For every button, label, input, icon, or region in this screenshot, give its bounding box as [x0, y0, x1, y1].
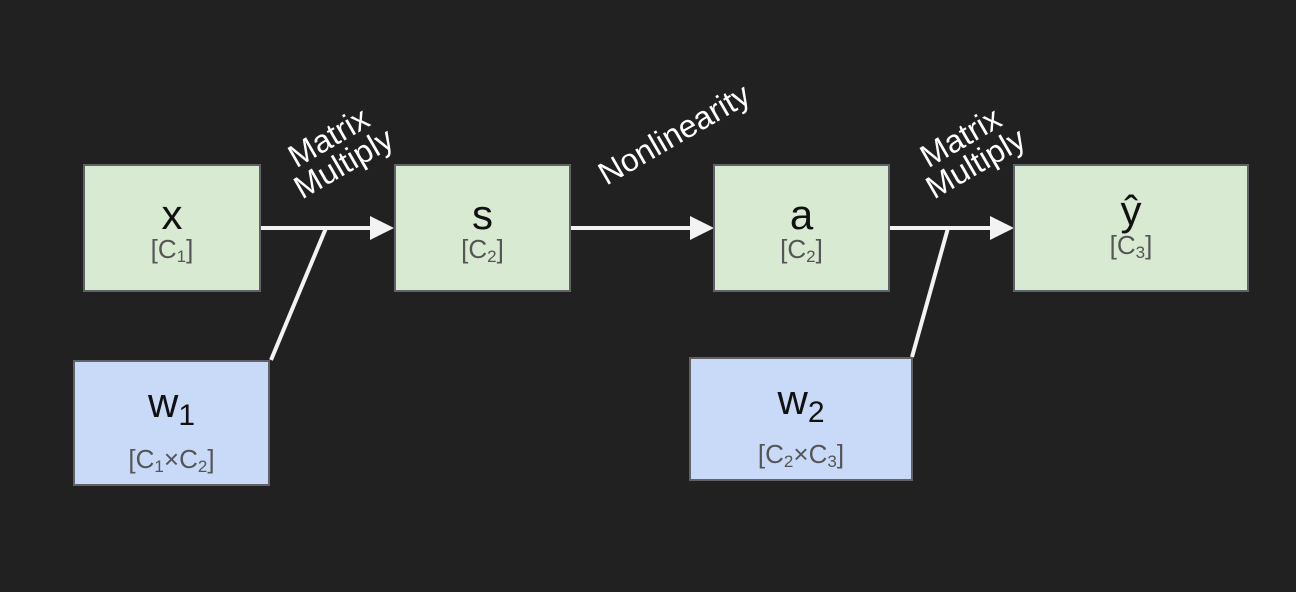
node-a-dimension: [C2] — [780, 234, 823, 266]
node-a-symbol: a — [789, 191, 814, 238]
node-s-dimension: [C2] — [461, 234, 504, 266]
edge-w2-to-matmul — [910, 227, 950, 358]
node-w1-dimension: [C1×C2] — [128, 444, 215, 476]
node-s: s [C2] — [394, 164, 571, 292]
node-y-hat-dimension: [C3] — [1109, 230, 1153, 262]
node-y-hat: ŷ [C3] — [1013, 164, 1249, 292]
node-s-symbol: s — [472, 191, 493, 238]
edge-w1-to-matmul — [269, 227, 328, 361]
node-y-hat-symbol: ŷ — [1120, 187, 1142, 234]
node-x: x [C1] — [83, 164, 261, 292]
node-w2: w2 [C2×C3] — [689, 357, 913, 481]
node-w1-symbol: w1 — [147, 379, 196, 432]
node-x-dimension: [C1] — [150, 234, 194, 266]
node-w2-symbol: w2 — [777, 376, 825, 429]
node-x-symbol: x — [161, 191, 183, 238]
node-w1: w1 [C1×C2] — [73, 360, 270, 486]
node-w2-dimension: [C2×C3] — [757, 439, 845, 471]
node-a: a [C2] — [713, 164, 890, 292]
